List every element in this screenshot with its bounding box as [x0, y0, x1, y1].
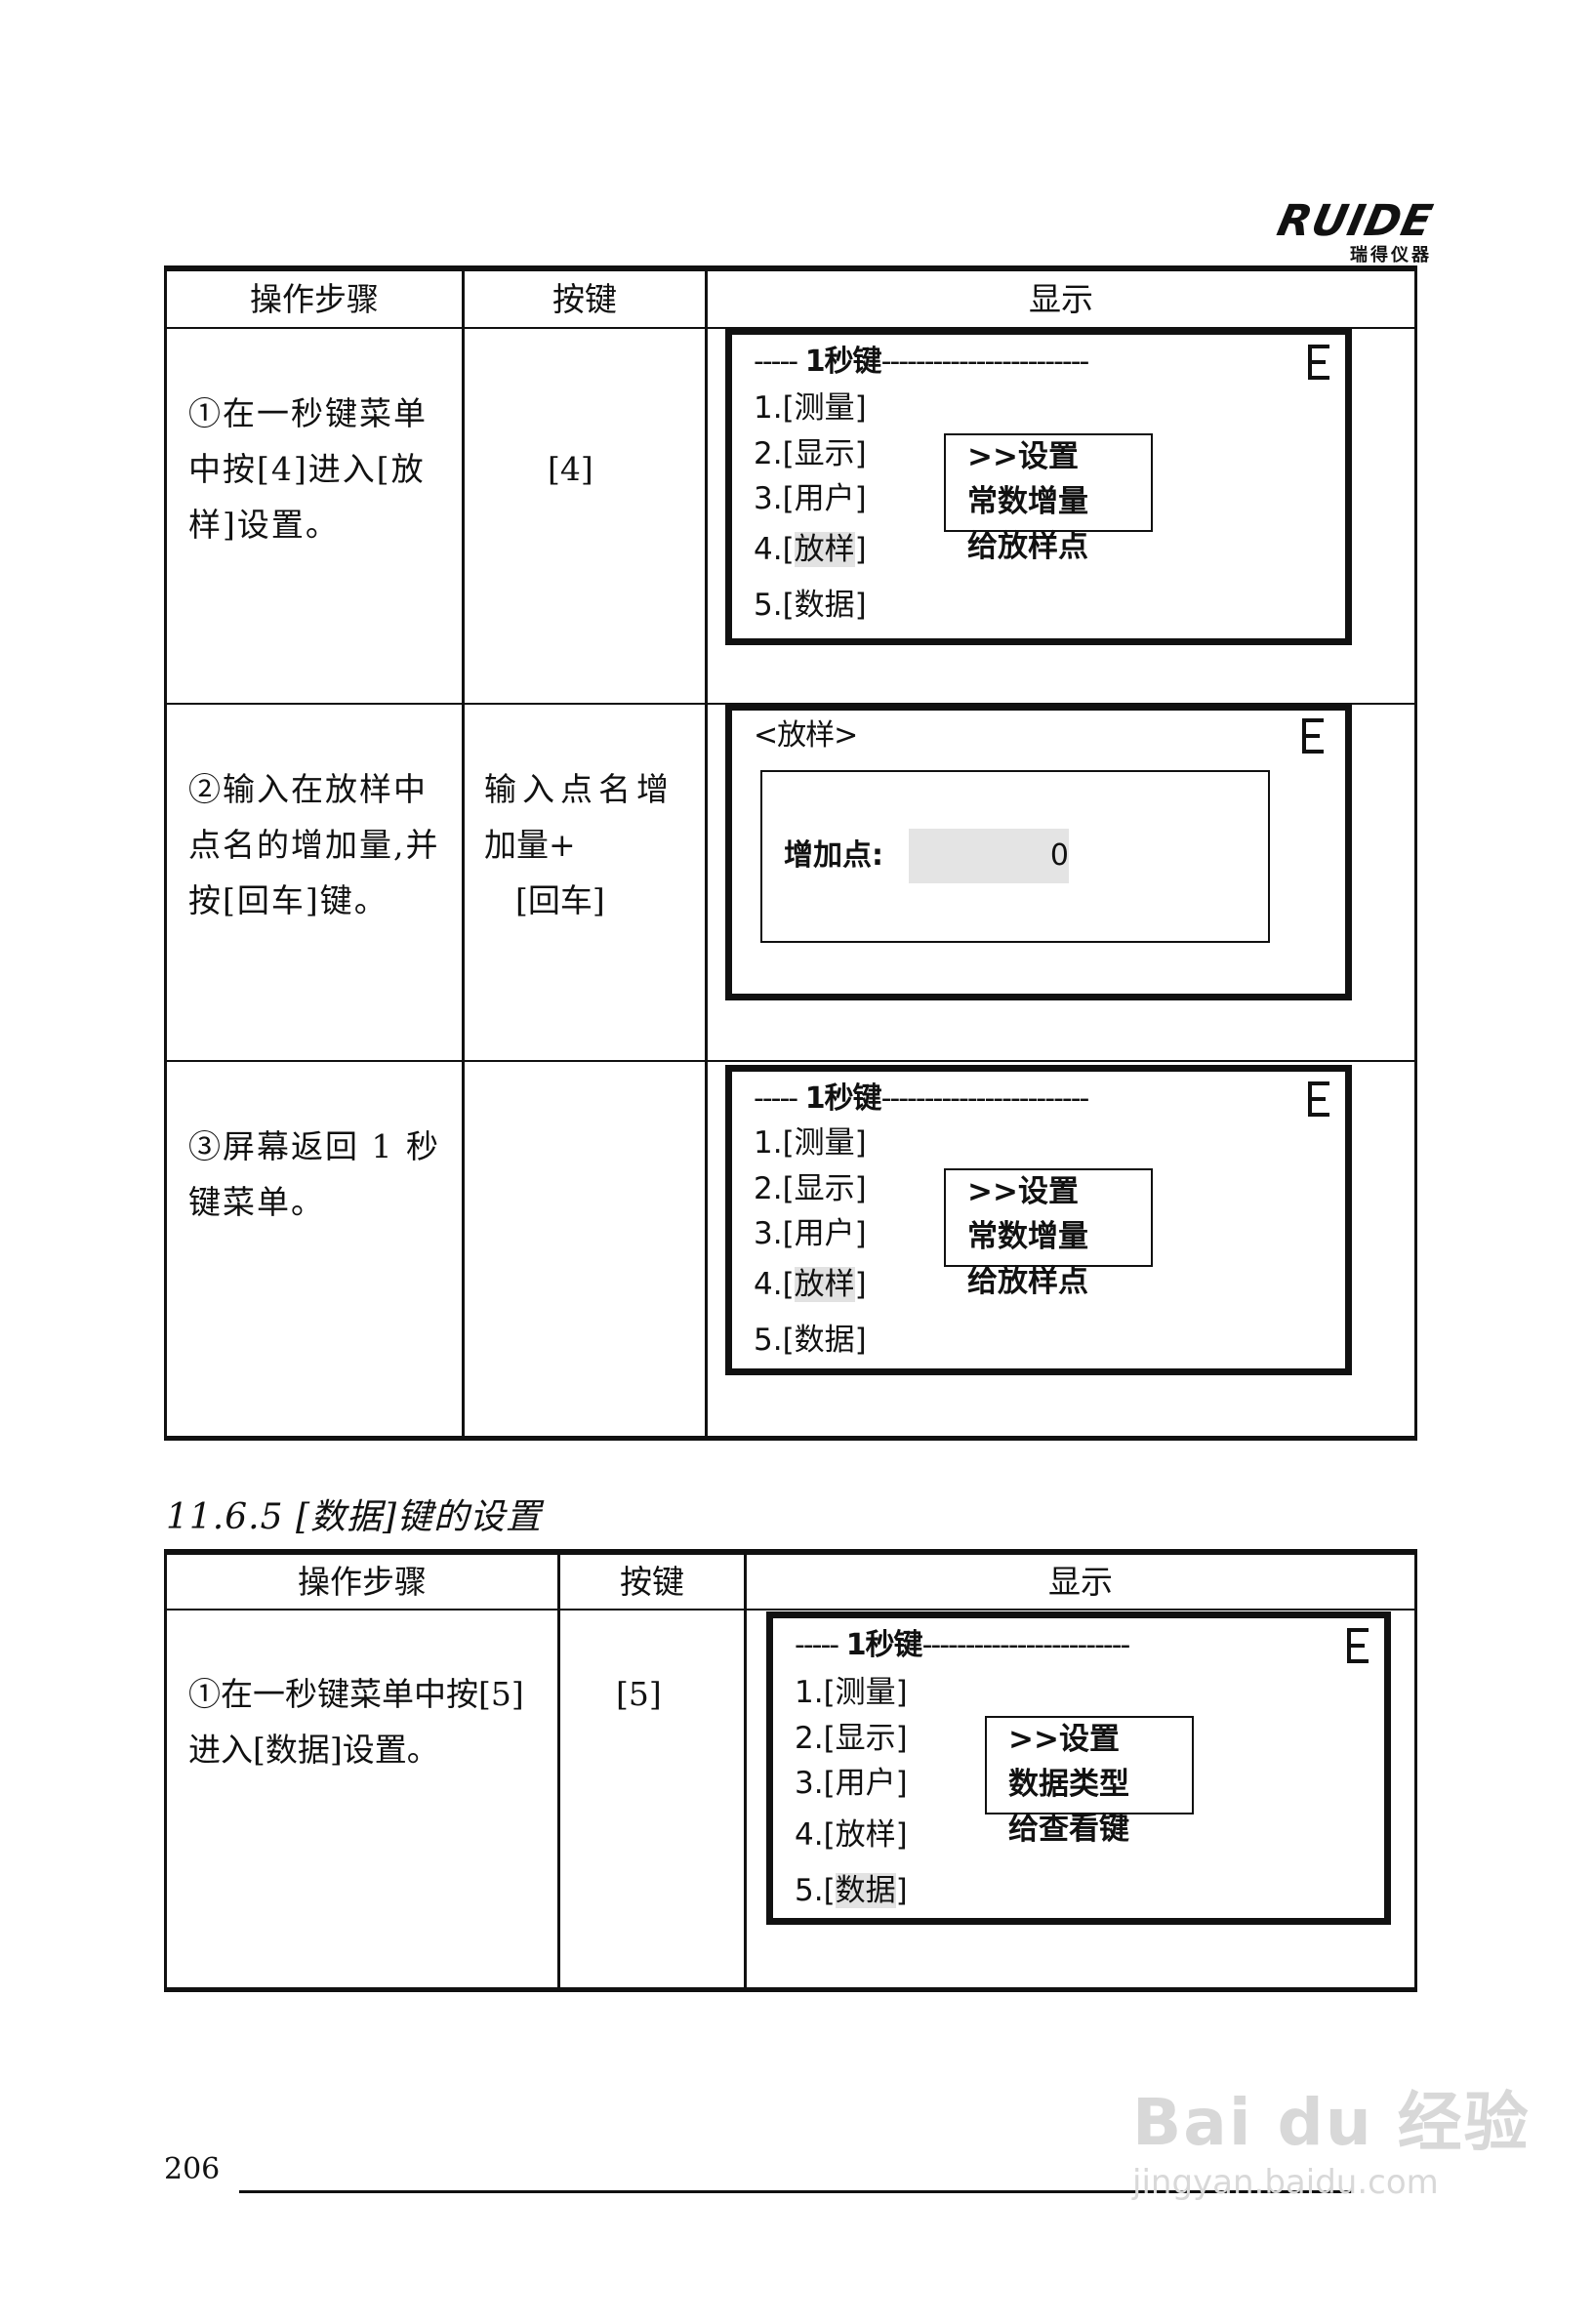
screen-title: ----- 1秒键------------------------: [795, 1626, 1131, 1665]
menu-item-user[interactable]: 3.[用户]: [754, 481, 867, 516]
step-line: 中按[4]进入[放: [188, 450, 426, 488]
step-line: 键菜单。: [188, 1183, 325, 1221]
step-text: ③屏幕返回 1 秒 键菜单。: [188, 1119, 440, 1230]
submenu-popup: >>设置 常数增量 给放样点: [944, 433, 1153, 564]
step-line: 样]设置。: [188, 506, 340, 544]
step-text: ①在一秒键菜单中按[5] 进入[数据]设置。: [188, 1666, 524, 1777]
header-divider: [167, 1609, 1414, 1610]
step-line: 按[回车]键。: [188, 881, 388, 919]
column-header-steps: 操作步骤: [298, 1563, 427, 1601]
increment-point-label: 增加点:: [784, 838, 883, 873]
column-divider: [705, 271, 708, 1436]
submenu-popup: >>设置 常数增量 给放样点: [944, 1168, 1153, 1299]
battery-icon: [1308, 1081, 1329, 1117]
title-dashes: ------------------------: [880, 1081, 1090, 1116]
menu-item-user[interactable]: 3.[用户]: [754, 1216, 867, 1251]
menu-highlight: 数据: [835, 1873, 896, 1908]
instrument-screen-onesec-menu: ----- 1秒键------------------------ 1.[测量]…: [725, 328, 1352, 645]
column-divider: [557, 1555, 560, 1987]
screen-title: ----- 1秒键------------------------: [754, 343, 1090, 382]
battery-icon: [1308, 345, 1329, 380]
column-header-keys: 按键: [552, 280, 617, 318]
title-dashes: -----: [795, 1628, 839, 1662]
menu-item-stakeout[interactable]: 4.[放样]: [754, 1267, 867, 1302]
step-line: ①在一秒键菜单中按[5]: [188, 1675, 524, 1713]
key-text: [4]: [548, 441, 593, 497]
footer-rule: [239, 2190, 1352, 2193]
baidu-watermark: Bai du 经验 jingyan.baidu.com: [1132, 2085, 1531, 2203]
procedure-table-1: 操作步骤 按键 显示 ①在一秒键菜单 中按[4]进入[放 样]设置。 [4] ②…: [164, 265, 1417, 1441]
menu-item-display[interactable]: 2.[显示]: [754, 436, 867, 471]
screen-title: ----- 1秒键------------------------: [754, 1080, 1090, 1119]
menu-item-display[interactable]: 2.[显示]: [754, 1171, 867, 1206]
submenu-item-settings[interactable]: >>设置: [1008, 1722, 1120, 1757]
title-dashes: ------------------------: [921, 1628, 1131, 1662]
instrument-screen-onesec-menu: ----- 1秒键------------------------ 1.[测量]…: [725, 1065, 1352, 1375]
submenu-item-constant-increment[interactable]: 常数增量: [967, 484, 1088, 519]
key-text: [5]: [616, 1666, 662, 1722]
step-text: ①在一秒键菜单 中按[4]进入[放 样]设置。: [188, 386, 428, 552]
instrument-screen-stakeout: <放样> 增加点: 0: [725, 704, 1352, 1000]
menu-item-data[interactable]: 5.[数据]: [754, 588, 867, 623]
section-heading: 11.6.5 [数据]键的设置: [166, 1497, 543, 1537]
submenu-item-assign-stakeout-point[interactable]: 给放样点: [967, 529, 1088, 564]
menu-item-stakeout[interactable]: 4.[放样]: [754, 532, 867, 567]
title-dashes: -----: [754, 345, 798, 379]
title-label: 1秒键: [845, 1628, 923, 1662]
screen-title: <放样>: [754, 718, 858, 753]
menu-item-measure[interactable]: 1.[测量]: [754, 390, 867, 426]
key-line: 输入点名增: [484, 770, 674, 808]
logo-subtitle: 瑞得仪器: [1350, 245, 1432, 265]
submenu-item-assign-view-key[interactable]: 给查看键: [1008, 1812, 1129, 1847]
menu-highlight: 放样: [794, 1267, 855, 1302]
column-header-display: 显示: [1048, 1563, 1113, 1601]
step-line: ①在一秒键菜单: [188, 394, 428, 432]
step-line: ②输入在放样中: [188, 770, 428, 808]
menu-item-display[interactable]: 2.[显示]: [795, 1721, 908, 1756]
submenu-item-constant-increment[interactable]: 常数增量: [967, 1219, 1088, 1254]
row-divider: [167, 1060, 1414, 1062]
title-dashes: ------------------------: [880, 345, 1090, 379]
key-text: 输入点名增 加量+ [回车]: [484, 761, 674, 928]
menu-item-stakeout[interactable]: 4.[放样]: [795, 1817, 908, 1853]
page-number: 206: [164, 2152, 221, 2186]
title-dashes: -----: [754, 1081, 798, 1116]
menu-item-data[interactable]: 5.[数据]: [754, 1323, 867, 1358]
brand-logo: RUIDE 瑞得仪器: [1273, 196, 1437, 266]
submenu-item-settings[interactable]: >>设置: [967, 1174, 1079, 1209]
title-label: 1秒键: [804, 1081, 882, 1116]
instrument-screen-onesec-menu: ----- 1秒键------------------------ 1.[测量]…: [766, 1611, 1391, 1925]
watermark-url: jingyan.baidu.com: [1132, 2163, 1439, 2202]
menu-item-user[interactable]: 3.[用户]: [795, 1766, 908, 1801]
submenu-item-data-type[interactable]: 数据类型: [1008, 1767, 1129, 1802]
submenu-item-assign-stakeout-point[interactable]: 给放样点: [967, 1264, 1088, 1299]
watermark-brand: Bai du 经验: [1132, 2085, 1531, 2160]
step-text: ②输入在放样中 点名的增加量,并 按[回车]键。: [188, 761, 440, 928]
key-line: [5]: [616, 1675, 662, 1713]
column-divider: [744, 1555, 747, 1987]
step-line: 进入[数据]设置。: [188, 1731, 439, 1769]
column-header-keys: 按键: [620, 1563, 684, 1601]
battery-icon: [1347, 1628, 1369, 1663]
menu-highlight: 放样: [794, 532, 855, 567]
step-line: ③屏幕返回 1 秒: [188, 1127, 440, 1165]
column-header-steps: 操作步骤: [250, 280, 379, 318]
menu-item-data[interactable]: 5.[数据]: [795, 1873, 908, 1908]
column-divider: [462, 271, 465, 1436]
menu-item-measure[interactable]: 1.[测量]: [754, 1125, 867, 1161]
logo-wordmark: RUIDE: [1273, 196, 1438, 246]
menu-item-measure[interactable]: 1.[测量]: [795, 1675, 908, 1710]
submenu-popup: >>设置 数据类型 给查看键: [985, 1716, 1194, 1847]
column-header-display: 显示: [1029, 280, 1093, 318]
battery-icon: [1302, 718, 1324, 754]
key-line: 加量+: [484, 826, 576, 864]
procedure-table-2: 操作步骤 按键 显示 ①在一秒键菜单中按[5] 进入[数据]设置。 [5]: [164, 1549, 1417, 1992]
title-label: 1秒键: [804, 345, 882, 379]
submenu-item-settings[interactable]: >>设置: [967, 439, 1079, 474]
input-panel: 增加点: 0: [760, 770, 1270, 943]
key-line: [回车]: [515, 881, 605, 919]
step-line: 点名的增加量,并: [188, 826, 440, 864]
increment-point-input[interactable]: 0: [909, 829, 1069, 883]
key-line: [4]: [548, 450, 593, 488]
